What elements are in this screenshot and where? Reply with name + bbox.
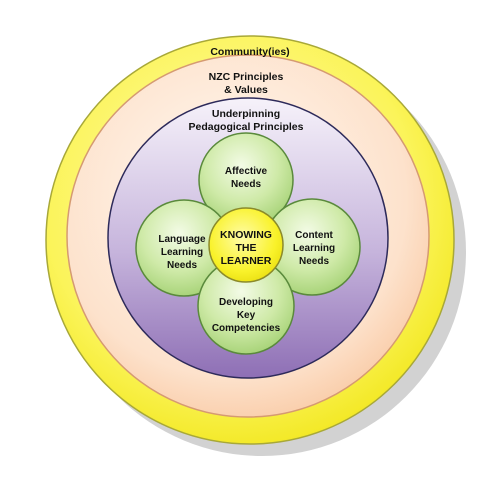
svg-text:Needs: Needs: [299, 256, 329, 267]
svg-text:Affective: Affective: [225, 166, 268, 177]
svg-text:Pedagogical Principles: Pedagogical Principles: [189, 121, 304, 133]
svg-text:KNOWING: KNOWING: [220, 229, 272, 241]
svg-text:Content: Content: [295, 230, 333, 241]
svg-text:Underpinning: Underpinning: [212, 108, 280, 120]
svg-text:Competencies: Competencies: [212, 323, 281, 334]
svg-text:& Values: & Values: [224, 84, 268, 96]
svg-text:LEARNER: LEARNER: [221, 255, 272, 267]
svg-text:Needs: Needs: [231, 179, 261, 190]
svg-text:Developing: Developing: [219, 297, 273, 308]
svg-text:THE: THE: [236, 242, 257, 254]
svg-text:Community(ies): Community(ies): [210, 46, 289, 58]
svg-text:Learning: Learning: [161, 247, 203, 258]
svg-text:Learning: Learning: [293, 243, 335, 254]
svg-text:Needs: Needs: [167, 260, 197, 271]
nzc-principles-label: NZC Principles & Values: [209, 71, 284, 96]
svg-text:Language: Language: [158, 234, 206, 245]
knowing-the-learner-core: KNOWING THE LEARNER: [208, 207, 284, 283]
svg-text:NZC Principles: NZC Principles: [209, 71, 284, 83]
svg-text:Key: Key: [237, 310, 256, 321]
community-label: Community(ies): [210, 46, 289, 58]
language-learning-needs-node: Language Learning Needs: [135, 199, 233, 297]
pedagogical-principles-label: Underpinning Pedagogical Principles: [189, 108, 304, 133]
developing-key-competencies-node: Developing Key Competencies: [197, 257, 295, 355]
